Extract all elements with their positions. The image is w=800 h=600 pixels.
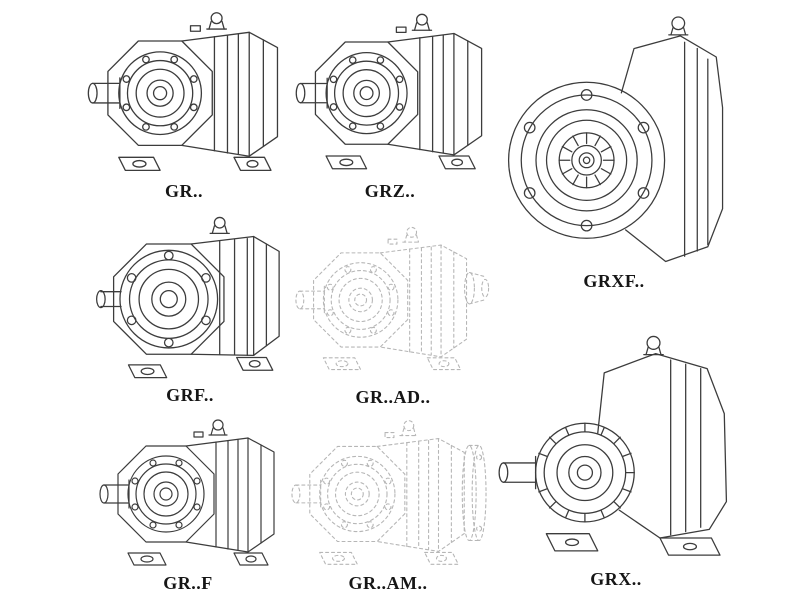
gr-am-gearbox-drawing	[291, 420, 487, 565]
figure-label-grz: GRZ..	[364, 181, 416, 201]
figure-gr: GR..	[84, 2, 284, 206]
figure-label-gr-f: GR..F	[163, 573, 213, 593]
figure-grf: GRF..	[88, 210, 292, 410]
gr-gearbox-drawing	[87, 12, 279, 171]
grxf-gearbox-drawing	[507, 16, 724, 263]
figure-grxf: GRXF..	[497, 0, 731, 296]
grz-gearbox-drawing	[295, 13, 483, 170]
figure-label-grxf: GRXF..	[583, 271, 645, 291]
figure-label-grf: GRF..	[166, 385, 214, 405]
figure-gr-f: GR..F	[84, 412, 292, 598]
figure-grz: GRZ..	[292, 2, 488, 206]
figure-label-gr-ad: GR..AD..	[355, 387, 431, 407]
gr-ad-gearbox-drawing	[295, 226, 490, 371]
figure-grx: GRX..	[497, 300, 735, 594]
figure-label-grx: GRX..	[590, 569, 642, 589]
figure-gr-am: GR..AM..	[288, 412, 488, 598]
figure-gr-ad: GR..AD..	[292, 210, 494, 412]
grx-gearbox-drawing	[498, 335, 728, 556]
grf-gearbox-drawing	[95, 216, 280, 379]
gr-f-gearbox-drawing	[99, 419, 275, 566]
figure-label-gr-am: GR..AM..	[348, 573, 428, 593]
figure-label-gr: GR..	[165, 181, 203, 201]
